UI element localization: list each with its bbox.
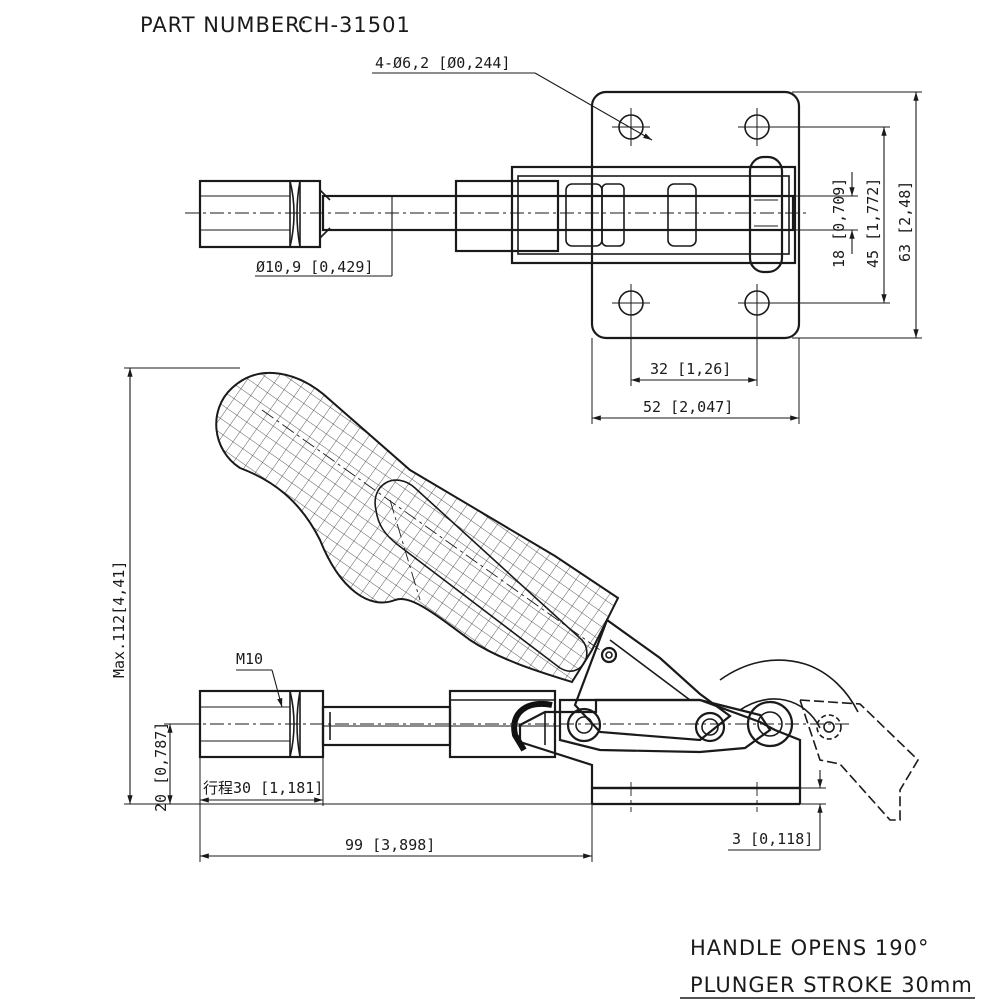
- handle-slot: [374, 479, 588, 672]
- guide-block: [454, 179, 560, 253]
- dim-63: 63 [2,48]: [896, 181, 914, 262]
- note-plunger-stroke: PLUNGER STROKE 30mm: [690, 973, 973, 997]
- stroke-label: 行程30 [1,181]: [203, 779, 323, 797]
- base-plate: [590, 90, 801, 340]
- dim-20: 20 [0,787]: [152, 722, 170, 812]
- plunger-diameter-label: Ø10,9 [0,429]: [256, 258, 373, 276]
- handle-grip: [215, 372, 620, 684]
- thread-label: M10: [236, 650, 263, 668]
- pivot-middle: [694, 711, 726, 743]
- side-view: M10 Max.112[4,41] 20 [0,787] 行程30 [1,181…: [110, 367, 920, 862]
- dim-32: 32 [1,26]: [650, 360, 731, 378]
- pivot-left: [566, 707, 602, 743]
- top-view: 4-Ø6,2 [Ø0,244] Ø10,9 [0,429] 18 [0,709]…: [185, 54, 922, 424]
- part-number-label: PART NUMBER:: [140, 13, 308, 37]
- hole-spec-label: 4-Ø6,2 [Ø0,244]: [375, 54, 510, 72]
- link-plate: [558, 698, 772, 754]
- retaining-clip: [511, 700, 553, 752]
- dim-3: 3 [0,118]: [732, 830, 813, 848]
- dim-45: 45 [1,772]: [864, 178, 882, 268]
- dim-18: 18 [0,709]: [830, 178, 848, 268]
- base-body: [518, 698, 802, 790]
- hex-nut-top: [198, 179, 331, 249]
- handle-open-phantom: [798, 699, 920, 821]
- handle-pivot-pin: [600, 646, 618, 664]
- dim-52: 52 [2,047]: [643, 398, 733, 416]
- note-handle-opens: HANDLE OPENS 190°: [690, 936, 929, 960]
- pivot-phantom: [816, 714, 842, 740]
- housing: [510, 165, 797, 265]
- max-height-label: Max.112[4,41]: [110, 561, 128, 678]
- part-number: CH-31501: [298, 13, 411, 37]
- dim-99: 99 [3,898]: [345, 836, 435, 854]
